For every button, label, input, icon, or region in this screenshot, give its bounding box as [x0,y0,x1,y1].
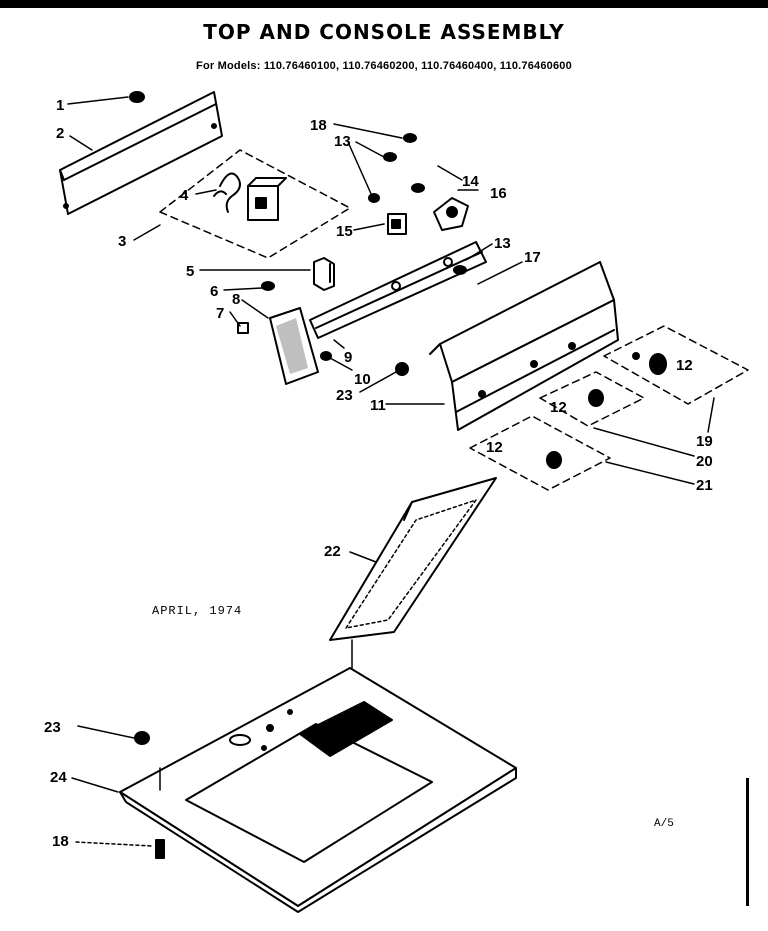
upper-screws [368,133,467,275]
callout-1: 1 [56,97,64,114]
callout-18: 18 [310,117,327,134]
part-22-panel [329,477,497,641]
console-rail [309,241,487,339]
callout-13: 13 [334,133,351,150]
revision-date: APRIL, 1974 [152,604,243,618]
top-border [0,0,768,8]
part-10-screw [320,351,332,361]
part-21-outline [469,415,611,491]
callout-12-c: 12 [486,439,503,456]
callout-10: 10 [354,371,371,388]
callout-23-b: 23 [44,719,61,736]
right-margin-bar [746,778,749,906]
page-mark: A/5 [654,818,674,830]
callout-20: 20 [696,453,713,470]
diagram-title: TOP AND CONSOLE ASSEMBLY [203,20,565,44]
part-15-switch [387,213,407,235]
callout-16: 16 [490,185,507,202]
callout-13-b: 13 [494,235,511,252]
callout-5: 5 [186,263,194,280]
callout-19: 19 [696,433,713,450]
model-list: For Models: 110.76460100, 110.76460200, … [196,60,572,72]
callout-11: 11 [370,397,386,414]
part-11-console-panel [429,261,619,431]
part-5-clip [313,257,335,291]
part-4-switch [213,172,287,221]
part-12-knobs [546,352,667,469]
part-16-switch [433,197,469,231]
part-7-nut [237,322,249,334]
callout-12-b: 12 [550,399,567,416]
callout-23: 23 [336,387,353,404]
part-18-screw-lower [155,839,165,859]
callout-4: 4 [180,187,189,204]
callout-labels: 1 2 3 4 5 6 7 8 9 10 11 12 13 14 15 16 1… [44,97,713,850]
callout-2: 2 [56,125,64,142]
part-23-nut-lower [134,731,150,745]
part-24-top [119,667,517,913]
part-1-screw [129,91,145,103]
callout-8: 8 [232,291,240,308]
part-19-outline [603,325,749,405]
part-2-rear-panel [59,91,223,215]
part-8-bracket [269,307,319,385]
callout-24: 24 [50,769,67,786]
callout-7: 7 [216,305,224,322]
callout-3: 3 [118,233,126,250]
callout-12: 12 [676,357,693,374]
callout-22: 22 [324,543,341,560]
callout-17: 17 [524,249,541,266]
part-3-group-outline [159,149,351,259]
part-20-outline [539,371,645,427]
part-23-nut-upper [395,362,409,376]
leader-lines [67,96,715,847]
callout-21: 21 [696,477,713,494]
callout-15: 15 [336,223,353,240]
callout-6: 6 [210,283,218,300]
callout-9: 9 [344,349,352,366]
callout-18-b: 18 [52,833,69,850]
callout-14: 14 [462,173,479,190]
part-6-screw [261,281,275,291]
